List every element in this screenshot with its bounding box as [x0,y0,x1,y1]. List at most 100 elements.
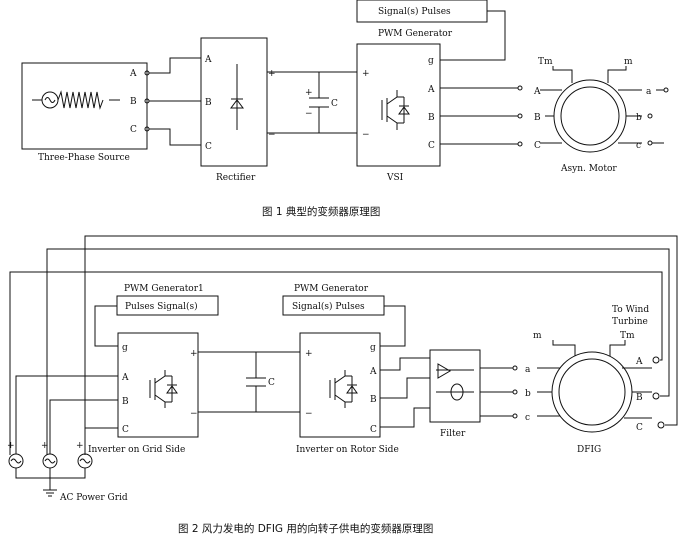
filter-dfig-wires [480,365,518,419]
grid-inverter-igbt-icon [149,370,178,408]
pulses1-label: Pulses Signal(s) [125,301,198,312]
source-port-b: B [130,97,137,107]
pwm2-wire [380,305,406,347]
filter-label: Filter [440,429,466,439]
src3-plus: + [76,441,84,451]
rectifier-label: Rectifier [216,173,256,183]
pwm2-label: PWM Generator [294,284,369,294]
ac-source-icons [8,375,118,497]
dfig-port-b-in: b [525,389,531,399]
rotor-inv-port-g: g [370,343,376,353]
dfig-port-a-in: a [525,365,531,375]
rectifier-plus: + [268,69,276,79]
motor-port-b-out: b [636,113,642,123]
pwm1-wire [94,305,118,347]
figure-1: A B C Three-Phase Source A B C + − Recti… [21,0,669,218]
dfig-port-tm: Tm [620,331,635,341]
rectifier-block [200,37,268,167]
capacitor-label: C [331,99,338,109]
vsi-label: VSI [386,173,404,183]
rotor-inv-minus: − [305,409,313,419]
rectifier-port-a: A [204,55,212,65]
dfig-port-b-out: B [636,393,643,403]
rectifier-port-c: C [205,142,212,152]
motor-port-b: B [534,113,541,123]
rotor-inv-port-a: A [369,367,377,377]
to-wind-label: To Wind [612,305,649,315]
rectifier-minus: − [268,130,276,140]
dc-link-wires [267,71,357,134]
src2-plus: + [41,441,49,451]
pwm1-label: PWM Generator1 [124,284,204,294]
grid-inverter-label: Inverter on Grid Side [88,445,185,455]
async-motor-label: Asyn. Motor [560,164,617,174]
capacitor-plus: + [305,88,313,98]
vsi-motor-wires [440,85,523,147]
vsi-port-a: A [427,85,435,95]
grid-inv-port-a: A [121,373,129,383]
rotor-port-a-dot [652,356,660,364]
dfig-icon [537,340,652,433]
rotor-inverter-igbt-icon [329,370,358,408]
rectifier-port-b: B [205,98,212,108]
capacitor-minus: − [305,109,313,119]
filter-icon [436,363,474,401]
motor-port-c-out: c [636,141,641,151]
dfig-port-a-out: A [635,357,643,367]
three-phase-source-label: Three-Phase Source [38,153,130,163]
grid-inverter-block [117,332,199,438]
src1-plus: + [7,441,15,451]
source-rectifier-wires [144,57,201,146]
grid-inv-minus: − [190,409,198,419]
motor-port-a: A [533,87,541,97]
rotor-inverter-label: Inverter on Rotor Side [296,445,399,455]
grid-inv-port-g: g [122,343,128,353]
async-motor-icon [540,66,669,153]
rectifier-diode-icon [230,64,244,130]
rotor-port-b-dot [652,392,660,400]
source-port-c: C [130,125,137,135]
vsi-plus: + [362,69,370,79]
motor-port-m: m [624,57,633,67]
grid-inv-port-b: B [122,397,129,407]
rotor-inv-port-c: C [370,425,377,435]
source-waveform-icon [32,90,120,110]
capacitor-2-label: C [268,378,275,388]
signal-pulses-label: Signal(s) Pulses [378,6,451,17]
dfig-port-c-in: c [525,413,530,423]
dfig-port-c-out: C [636,423,643,433]
vsi-port-c: C [428,141,435,151]
rotor-inv-port-b: B [370,395,377,405]
motor-port-tm: Tm [538,57,553,67]
turbine-label: Turbine [612,317,648,327]
grid-inv-plus: + [190,349,198,359]
vsi-port-g: g [428,56,434,66]
source-port-a: A [129,69,137,79]
vsi-port-b: B [428,113,435,123]
rotor-feedback-wires [9,235,678,455]
figure-2: + + + AC Power Grid PWM Generator1 Pulse… [7,235,678,535]
three-phase-source-block [21,62,148,150]
dfig-label: DFIG [577,445,601,455]
pwm-generator-label: PWM Generator [378,29,453,39]
rotor-inverter-block [299,332,381,438]
rotor-inv-plus: + [305,349,313,359]
pulses2-label: Signal(s) Pulses [292,301,365,312]
grid-inv-port-c: C [122,425,129,435]
dc-capacitor-icon [309,97,329,108]
motor-port-a-out: a [646,87,652,97]
pwm-signal-wire [440,10,506,61]
figure-2-caption: 图 2 风力发电的 DFIG 用的向转子供电的变频器原理图 [178,522,433,535]
dfig-port-m: m [533,331,542,341]
filter-block [429,349,481,423]
figure-1-caption: 图 1 典型的变频器原理图 [262,205,380,218]
vsi-block [356,43,441,167]
ac-power-grid-label: AC Power Grid [59,493,128,503]
dc-link-2-wires [198,351,300,413]
vsi-minus: − [362,130,370,140]
rotor-port-c-dot [657,421,665,429]
motor-port-c: C [534,141,541,151]
inverter-filter-wires [380,357,430,428]
